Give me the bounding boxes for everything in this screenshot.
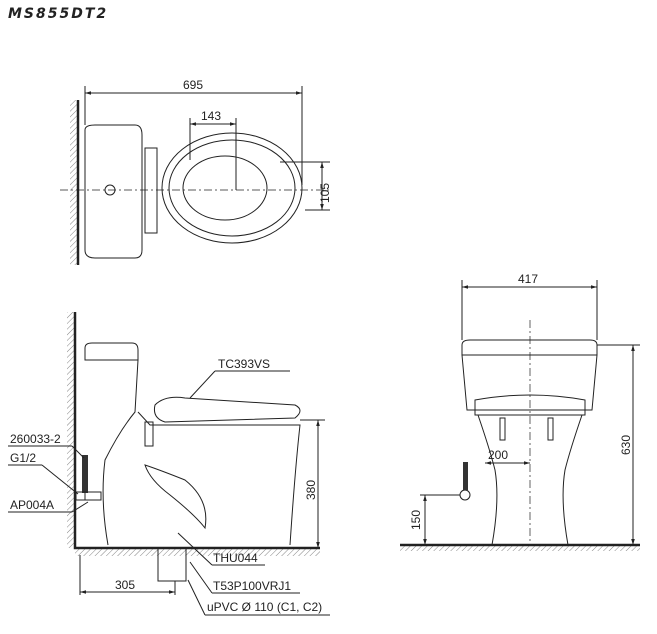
dim-200: 200	[488, 448, 508, 462]
label-pipe: uPVC Ø 110 (C1, C2)	[207, 600, 322, 614]
label-thread: G1/2	[10, 451, 36, 465]
label-adapter: T53P100VRJ1	[213, 579, 291, 593]
label-hose: 260033-2	[10, 432, 61, 446]
dim-305: 305	[115, 578, 135, 592]
dim-695: 695	[183, 78, 203, 92]
front-view: 417 630 200 150	[400, 272, 640, 551]
top-view: 695 143 105	[60, 78, 332, 265]
dim-380: 380	[304, 480, 318, 500]
dim-143: 143	[201, 109, 221, 123]
dim-417: 417	[518, 272, 538, 286]
dim-630: 630	[619, 435, 633, 455]
label-valve: AP004A	[10, 498, 54, 512]
model-title: MS855DT2	[8, 6, 109, 22]
side-view: 380 305 TC393VS 260033-2 G1/2 AP004A THU…	[8, 312, 330, 616]
label-flange: THU044	[213, 551, 258, 565]
label-seat: TC393VS	[218, 357, 270, 371]
dim-150: 150	[409, 510, 423, 530]
dim-105: 105	[318, 183, 332, 203]
